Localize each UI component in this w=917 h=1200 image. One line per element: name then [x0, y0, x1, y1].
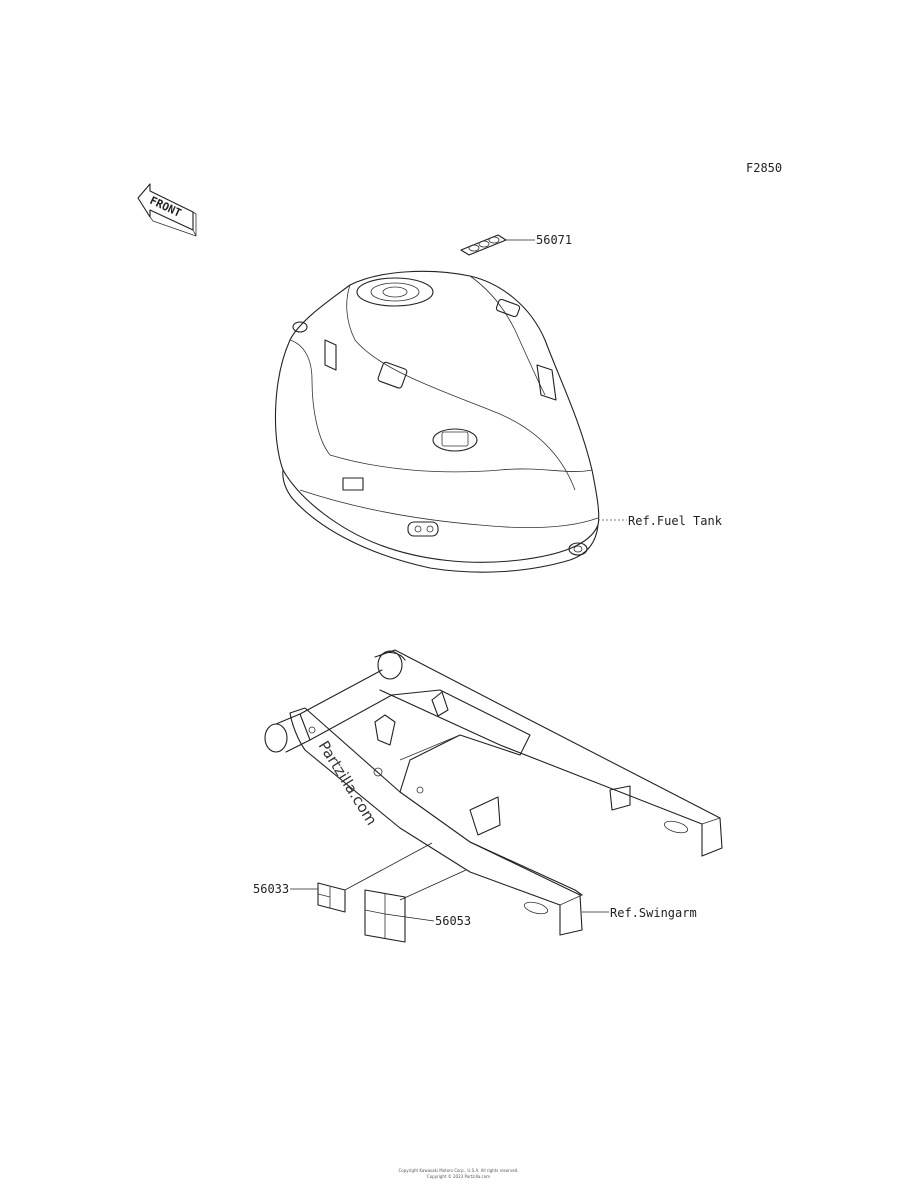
- part-label-56053: 56053: [435, 914, 471, 928]
- part-56033-sticker: [290, 842, 433, 913]
- footer-copyright-line1: Copyright Kawasaki Motors Corp., U.S.A. …: [398, 1168, 519, 1173]
- front-arrow-label: FRONT: [148, 194, 184, 220]
- fuel-tank-drawing: [274, 270, 600, 573]
- ref-fuel-tank-label: Ref.Fuel Tank: [628, 514, 723, 528]
- ref-swingarm-label: Ref.Swingarm: [610, 906, 697, 920]
- part-label-56033: 56033: [253, 882, 289, 896]
- part-label-56071: 56071: [536, 233, 572, 247]
- front-arrow-icon: FRONT: [137, 183, 197, 237]
- part-56053-sticker: [364, 869, 467, 943]
- footer-copyright-line2: Copyright © 2023 Partzilla.com: [426, 1174, 491, 1179]
- watermark: Partzilla.com: [315, 738, 381, 829]
- swingarm-drawing: [264, 649, 723, 936]
- figure-code: F2850: [746, 161, 782, 175]
- part-56071-sticker: [460, 234, 535, 256]
